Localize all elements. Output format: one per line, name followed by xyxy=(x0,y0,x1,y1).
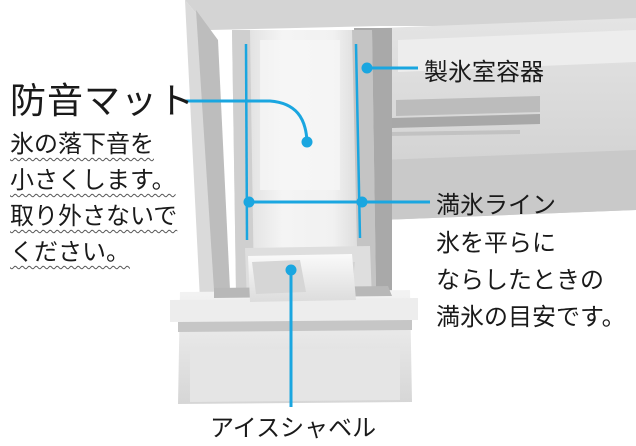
container-drawer xyxy=(380,18,636,220)
bin-guide-left xyxy=(244,43,249,241)
fridge-frame xyxy=(185,0,636,300)
mat-note-line-4: ください。 xyxy=(10,238,130,266)
shovel-label: アイスシャベル xyxy=(210,414,377,442)
lower-tray xyxy=(170,286,418,404)
leader-dots xyxy=(243,62,373,276)
mat-note-line-2: 小さくします。 xyxy=(10,166,176,194)
container-label: 製氷室容器 xyxy=(424,58,544,86)
ice-shovel xyxy=(248,254,356,302)
full-line-title: 満氷ライン xyxy=(436,191,556,219)
leader-mat xyxy=(185,99,309,143)
full-line-note-3: 満氷の目安です。 xyxy=(436,303,626,331)
mat-note-line-1: 氷の落下音を xyxy=(10,130,154,158)
full-line-note-1: 氷を平らに xyxy=(436,229,556,257)
mat-note: 氷の落下音を 小さくします。 取り外さないで ください。 xyxy=(10,126,177,270)
full-line-note-2: ならしたときの xyxy=(436,266,604,294)
mat-title: 防音マット xyxy=(10,81,196,122)
mat-note-line-3: 取り外さないで xyxy=(10,202,178,230)
